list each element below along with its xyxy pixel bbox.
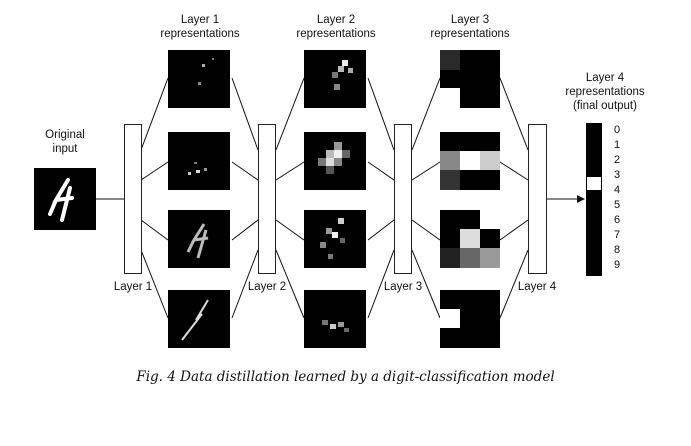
layer2-representation-tile xyxy=(304,50,366,108)
layer2-representation-tile xyxy=(304,290,366,348)
layer3-representation-tile xyxy=(440,290,500,348)
output-digit: 9 xyxy=(613,259,621,271)
layer1-box xyxy=(124,124,142,274)
layer4-label: Layer 4 xyxy=(517,281,557,293)
layer2-label: Layer 2 xyxy=(247,281,287,293)
output-digit: 2 xyxy=(613,154,621,166)
original-input-label: Original input xyxy=(45,129,85,155)
final-output-column xyxy=(586,123,602,276)
output-digit: 5 xyxy=(613,199,621,211)
layer3-label: Layer 3 xyxy=(383,281,423,293)
layer1-representation-tile xyxy=(168,210,230,268)
original-input-image xyxy=(34,168,96,230)
layer4-representations-label: Layer 4 representations (final output) xyxy=(565,72,645,112)
output-digit: 4 xyxy=(613,184,621,196)
layer1-representations-label: Layer 1 representations xyxy=(160,14,240,40)
output-digit: 8 xyxy=(613,244,621,256)
active-output-cell xyxy=(586,176,602,191)
layer2-representations-label: Layer 2 representations xyxy=(296,14,376,40)
layer3-representation-tile xyxy=(440,210,500,268)
layer3-box xyxy=(394,124,412,274)
output-digit: 0 xyxy=(613,124,621,136)
layer1-representation-tile xyxy=(168,50,230,108)
figure-caption: Fig. 4 Data distillation learned by a di… xyxy=(136,369,555,385)
output-digit: 6 xyxy=(613,214,621,226)
layer2-representation-tile xyxy=(304,210,366,268)
layer1-label: Layer 1 xyxy=(113,281,153,293)
layer2-representation-tile xyxy=(304,132,366,190)
layer3-representation-tile xyxy=(440,50,500,108)
layer3-representation-tile xyxy=(440,132,500,190)
layer2-box xyxy=(258,124,276,274)
layer3-representations-label: Layer 3 representations xyxy=(430,14,510,40)
layer4-box xyxy=(528,124,547,274)
layer1-representation-tile xyxy=(168,132,230,190)
output-digit: 7 xyxy=(613,229,621,241)
layer1-representation-tile xyxy=(168,290,230,348)
output-digit: 1 xyxy=(613,139,621,151)
output-digit: 3 xyxy=(613,169,621,181)
